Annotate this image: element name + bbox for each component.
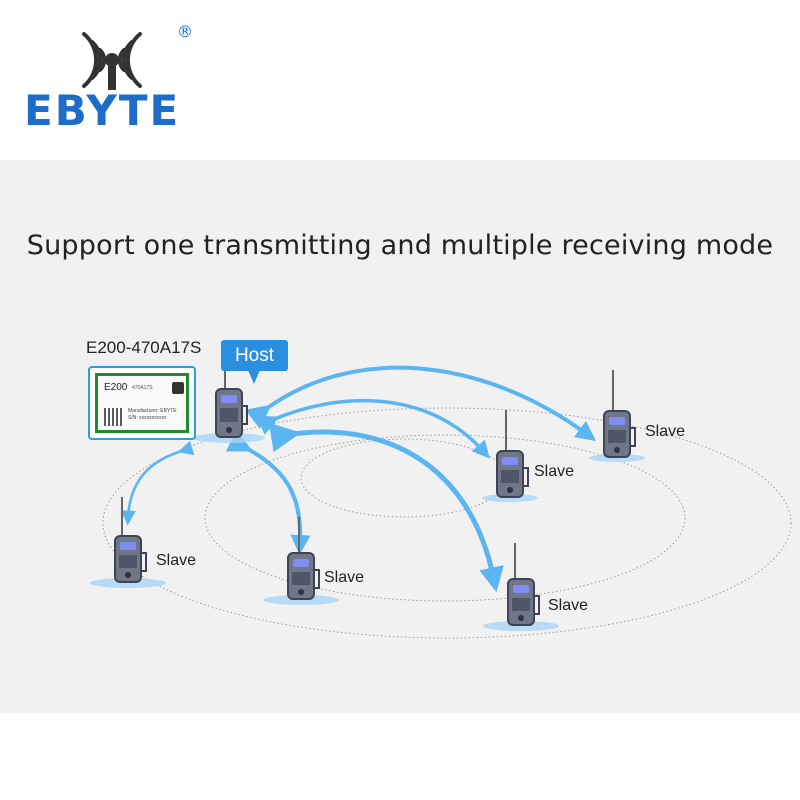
slave-radio-mid-right — [482, 410, 538, 502]
module-pcb-border: E200 470A17S Manufacturer: EBYTE S/N: xx… — [95, 373, 189, 433]
arrow-to-mid-right-slave — [256, 398, 490, 459]
e200-module-image: E200 470A17S Manufacturer: EBYTE S/N: xx… — [88, 366, 196, 440]
arrow-to-left-slave — [120, 440, 195, 526]
ebyte-logo: ® EBYTE — [22, 22, 212, 132]
module-manufacturer: Manufacturer: EBYTE — [128, 408, 177, 414]
slave-label-left: Slave — [156, 552, 197, 569]
arrow-to-bottom-right-slave — [268, 422, 504, 593]
slave-radio-middle — [263, 517, 339, 605]
slave-radio-bottom-right — [483, 543, 559, 631]
module-chip-subtitle: 470A17S — [132, 385, 153, 391]
registered-mark: ® — [177, 22, 193, 41]
transmission-arrows — [120, 365, 597, 593]
antenna-connector-icon — [172, 382, 184, 394]
slave-radio-left — [90, 497, 166, 588]
host-tag-pointer — [248, 370, 260, 384]
module-board: E200 470A17S Manufacturer: EBYTE S/N: xx… — [95, 373, 189, 433]
page-headline: Support one transmitting and multiple re… — [26, 230, 774, 261]
slave-radio-far-right — [589, 370, 645, 462]
arrow-to-middle-slave — [225, 429, 311, 555]
slave-label-far-right: Slave — [645, 423, 686, 440]
network-diagram — [90, 363, 792, 639]
slave-label-middle: Slave — [324, 569, 365, 586]
signal-range-rings — [102, 407, 792, 639]
host-tag: Host — [221, 340, 288, 371]
host-radio — [193, 363, 265, 443]
slave-label-mid-right: Slave — [534, 463, 575, 480]
slave-label-bottom-right: Slave — [548, 597, 589, 614]
arrow-to-far-right-slave — [245, 365, 597, 441]
module-model-label: E200-470A17S — [86, 338, 202, 357]
wireless-tower-icon — [82, 32, 142, 90]
module-serial: S/N: xxxxxxxxxxx — [128, 415, 167, 421]
qr-code-icon — [104, 408, 122, 426]
brand-name: EBYTE — [24, 86, 181, 135]
module-chip-name: E200 — [104, 382, 128, 393]
